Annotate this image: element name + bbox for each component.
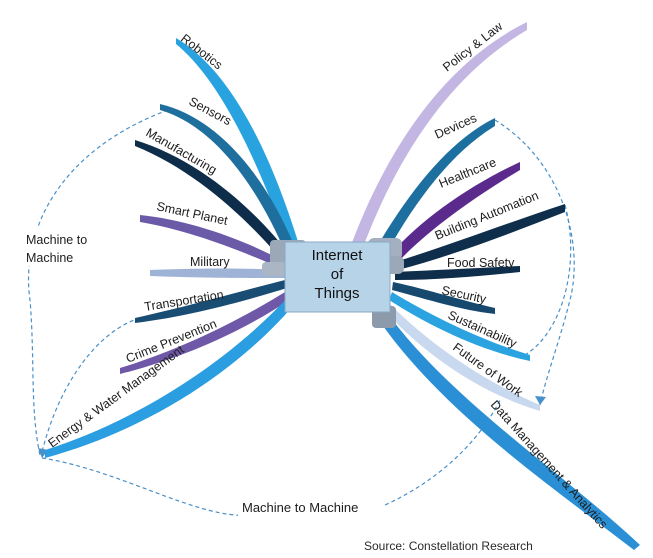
machine-to-machine-connectors <box>27 109 575 516</box>
branch-food-safety <box>395 266 520 280</box>
m2m-label-bg <box>20 228 98 266</box>
branch-transportation <box>135 280 287 323</box>
right-m2m-inner-connector <box>524 204 572 356</box>
branch-smart-planet <box>140 215 285 268</box>
label-food-safety: Food Safety <box>447 256 515 270</box>
left-branches <box>45 38 300 458</box>
source-credit: Source: Constellation Research <box>364 539 533 553</box>
branch-policy-law <box>350 22 527 250</box>
branch-sustainability <box>389 292 530 361</box>
center-title-line3: Things <box>314 285 359 302</box>
center-box <box>284 241 391 313</box>
m2m-bottom-label: Machine to Machine <box>242 500 358 515</box>
m2m-bottom-label-bg <box>238 496 378 518</box>
branch-energy-water-management <box>45 295 298 458</box>
branch-data-management-analytics <box>376 310 640 550</box>
branch-sensors <box>160 104 296 254</box>
center-title-line1: Internet <box>312 247 364 264</box>
left-m2m-short-connector <box>41 317 141 453</box>
bottom-right-m2m-connector <box>384 399 501 506</box>
label-data-management-analytics: Data Management & Analytics <box>488 398 610 532</box>
right-branches <box>350 22 640 550</box>
m2m-left-label-line1: Machine to <box>26 233 87 247</box>
arrowhead-icon <box>535 396 546 405</box>
center-node: Internet of Things <box>262 238 404 328</box>
branch-healthcare <box>390 162 520 262</box>
right-m2m-connector <box>494 119 575 406</box>
branch-security <box>392 282 495 314</box>
branch-crime-prevention <box>120 292 289 374</box>
left-hand-shape <box>262 262 290 276</box>
bottom-m2m-connector <box>41 457 251 516</box>
label-military: Military <box>190 255 230 269</box>
m2m-left-label-line2: Machine <box>26 251 73 265</box>
branch-military <box>150 268 285 278</box>
left-m2m-connector <box>27 109 169 456</box>
branch-future-of-work <box>382 302 540 411</box>
branch-devices <box>375 118 495 254</box>
branch-building-automation <box>395 204 565 270</box>
center-title-line2: of <box>331 266 344 283</box>
